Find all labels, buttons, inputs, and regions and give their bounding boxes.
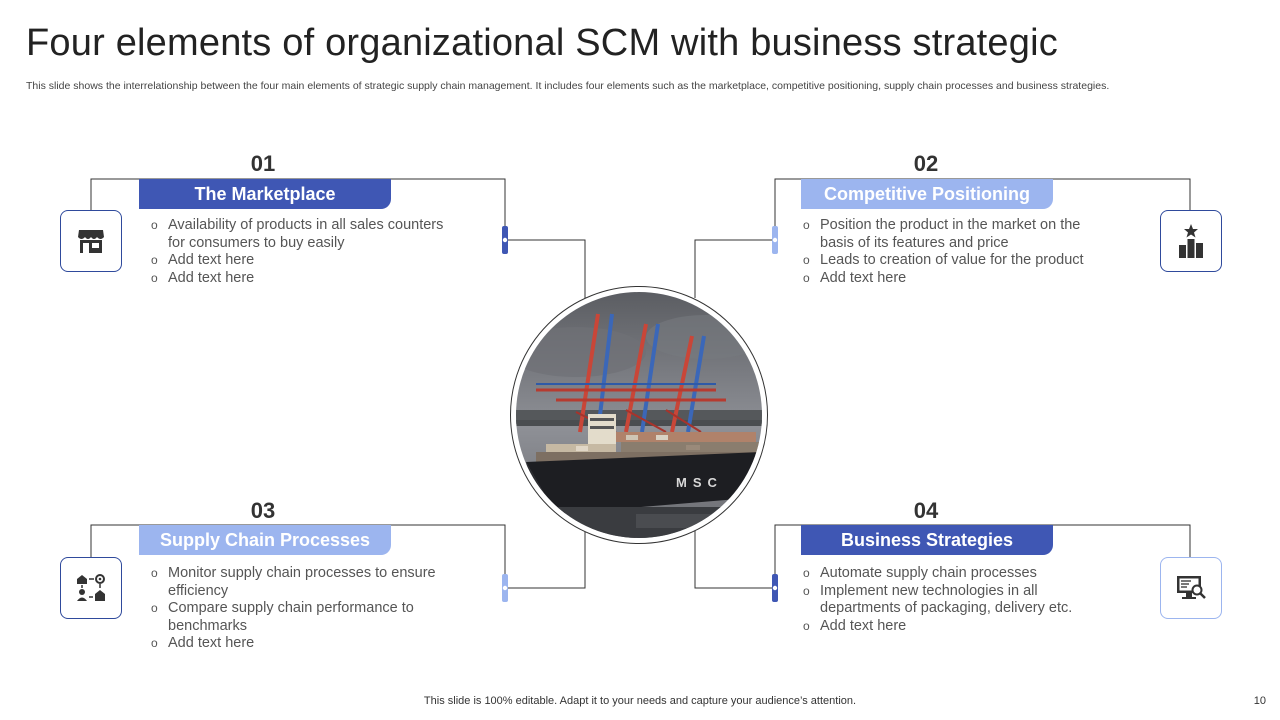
slide-subtitle: This slide shows the interrelationship b… <box>26 80 1110 92</box>
page-number: 10 <box>1253 695 1266 707</box>
list-item: Compare supply chain performance to benc… <box>149 600 459 635</box>
ship-lettering: MSC <box>676 475 723 490</box>
list-item: Monitor supply chain processes to ensure… <box>149 565 459 600</box>
element-icon-box-02 <box>1160 210 1222 272</box>
list-item: Add text here <box>801 618 1101 636</box>
element-bullets-04: Automate supply chain processes Implemen… <box>801 565 1101 635</box>
storefront-icon <box>78 230 104 253</box>
element-heading-02: Competitive Positioning <box>801 179 1053 209</box>
process-flow-icon <box>77 574 105 601</box>
list-item: Implement new technologies in all depart… <box>801 583 1101 618</box>
list-item: Add text here <box>149 252 449 270</box>
monitor-analysis-icon <box>1177 576 1206 599</box>
list-item: Position the product in the market on th… <box>801 217 1101 252</box>
element-bullets-03: Monitor supply chain processes to ensure… <box>149 565 459 653</box>
bar-chart-star-icon <box>1179 224 1203 258</box>
element-icon-box-01 <box>60 210 122 272</box>
list-item: Automate supply chain processes <box>801 565 1101 583</box>
element-icon-box-04 <box>1160 557 1222 619</box>
element-heading-04: Business Strategies <box>801 525 1053 555</box>
element-number-04: 04 <box>913 498 939 523</box>
list-item: Add text here <box>149 270 449 288</box>
list-item: Add text here <box>801 270 1101 288</box>
element-number-03: 03 <box>250 498 276 523</box>
list-item: Leads to creation of value for the produ… <box>801 252 1101 270</box>
element-heading-03: Supply Chain Processes <box>139 525 391 555</box>
element-bullets-02: Position the product in the market on th… <box>801 217 1101 287</box>
element-icon-box-03 <box>60 557 122 619</box>
element-number-01: 01 <box>250 151 276 176</box>
center-image-frame: MSC <box>510 286 768 544</box>
slide-title: Four elements of organizational SCM with… <box>26 22 1058 64</box>
slide-footer: This slide is 100% editable. Adapt it to… <box>423 695 857 707</box>
element-heading-01: The Marketplace <box>139 179 391 209</box>
list-item: Availability of products in all sales co… <box>149 217 449 252</box>
element-number-02: 02 <box>913 151 939 176</box>
container-ship-port-photo: MSC <box>516 292 762 538</box>
element-bullets-01: Availability of products in all sales co… <box>149 217 449 287</box>
list-item: Add text here <box>149 635 459 653</box>
